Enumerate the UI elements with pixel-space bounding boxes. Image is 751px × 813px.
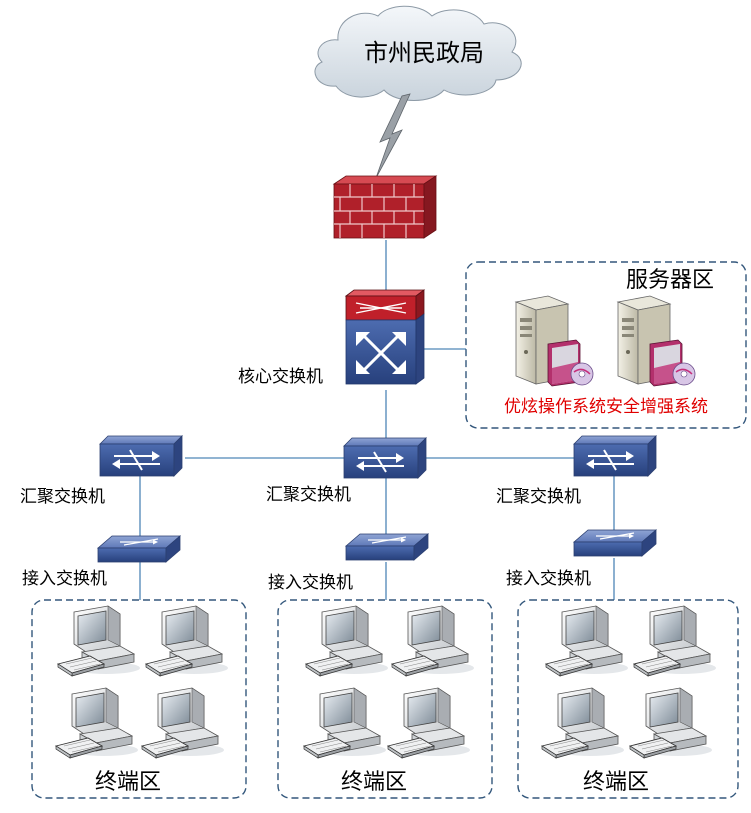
aggregation-switch-right-label: 汇聚交换机 — [496, 487, 581, 507]
terminal-zone-right-label: 终端区 — [583, 770, 649, 795]
server-zone-border — [465, 261, 747, 429]
aggregation-switch-left-icon — [99, 435, 183, 477]
cloud-civil-affairs-bureau: 市州民政局 — [314, 5, 522, 101]
terminal-zone-center-label: 终端区 — [341, 770, 407, 795]
access-switch-right-icon — [573, 529, 657, 557]
pc-icon — [541, 687, 625, 759]
pc-icon — [545, 605, 629, 677]
pc-icon — [391, 605, 475, 677]
pc-icon — [633, 605, 717, 677]
aggregation-switch-right-icon — [573, 435, 657, 477]
terminal-zone-left-label: 终端区 — [95, 770, 161, 795]
pc-icon — [57, 605, 141, 677]
pc-icon — [303, 687, 387, 759]
aggregation-switch-center-label: 汇聚交换机 — [266, 485, 351, 505]
pc-icon — [145, 605, 229, 677]
wan-lightning-icon — [375, 93, 411, 179]
server-software-label: 优炫操作系统安全增强系统 — [504, 397, 708, 417]
pc-icon — [629, 687, 713, 759]
access-switch-center-label: 接入交换机 — [268, 573, 353, 593]
pc-icon — [141, 687, 225, 759]
terminal-zone-left: 终端区 — [31, 599, 247, 799]
terminal-zone-left-border — [31, 599, 247, 799]
access-switch-right-label: 接入交换机 — [506, 569, 591, 589]
server-zone-title: 服务器区 — [626, 268, 714, 293]
server-zone: 服务器区 优炫操作系统安全增强系统 — [465, 261, 747, 429]
pc-icon — [55, 687, 139, 759]
aggregation-switch-left-label: 汇聚交换机 — [20, 487, 105, 507]
core-switch-icon — [344, 289, 426, 385]
aggregation-switch-center-icon — [343, 437, 427, 479]
pc-icon — [387, 687, 471, 759]
firewall-icon — [332, 175, 438, 239]
terminal-zone-right: 终端区 — [517, 599, 739, 799]
access-switch-center-icon — [345, 533, 429, 561]
access-switch-left-icon — [97, 535, 181, 563]
terminal-zone-center-border — [277, 599, 493, 799]
core-switch-label: 核心交换机 — [238, 367, 323, 387]
server-1-icon — [515, 295, 594, 387]
terminal-zone-right-border — [517, 599, 739, 799]
access-switch-left-label: 接入交换机 — [22, 569, 107, 589]
terminal-zone-center: 终端区 — [277, 599, 493, 799]
cloud-label: 市州民政局 — [364, 39, 484, 67]
pc-icon — [305, 605, 389, 677]
server-2-icon — [617, 295, 696, 387]
